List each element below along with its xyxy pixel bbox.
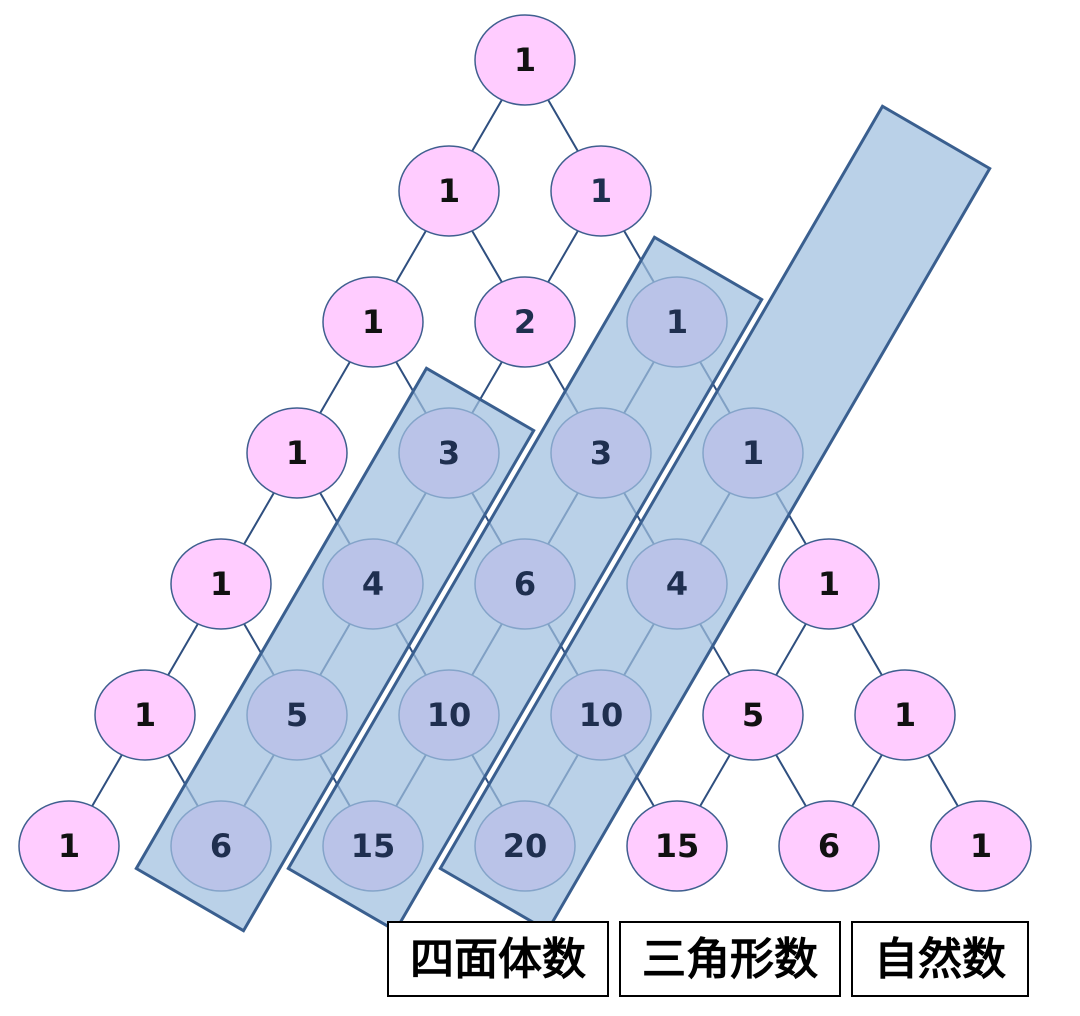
node-6-6 — [930, 800, 1032, 892]
node-label-4-1: 4 — [362, 565, 384, 603]
node-label-1-0: 1 — [438, 172, 460, 210]
node-label-5-3: 10 — [579, 696, 624, 734]
node-2-0 — [322, 276, 424, 368]
node-4-0 — [170, 538, 272, 630]
node-label-2-0: 1 — [362, 303, 384, 341]
node-label-4-2: 6 — [514, 565, 536, 603]
node-6-5 — [778, 800, 880, 892]
node-label-2-1: 2 — [514, 303, 536, 341]
node-label-5-1: 5 — [286, 696, 308, 734]
node-5-0 — [94, 669, 196, 761]
node-label-3-3: 1 — [742, 434, 764, 472]
node-label-6-4: 15 — [655, 827, 700, 865]
node-5-5 — [854, 669, 956, 761]
node-1-1 — [550, 145, 652, 237]
node-0-0 — [474, 14, 576, 106]
node-label-3-1: 3 — [438, 434, 460, 472]
node-label-3-2: 3 — [590, 434, 612, 472]
node-label-6-3: 20 — [503, 827, 548, 865]
node-3-0 — [246, 407, 348, 499]
band-1 — [134, 366, 536, 933]
node-label-6-5: 6 — [818, 827, 840, 865]
node-label-5-0: 1 — [134, 696, 156, 734]
node-label-0-0: 1 — [514, 41, 536, 79]
bands-layer — [134, 104, 992, 933]
node-label-6-1: 6 — [210, 827, 232, 865]
caption-label-3: 自然数 — [874, 934, 1006, 985]
node-label-5-5: 1 — [894, 696, 916, 734]
node-2-1 — [474, 276, 576, 368]
caption-label-1: 四面体数 — [410, 934, 586, 985]
captions-layer: 四面体数 三角形数 自然数 — [387, 921, 1029, 997]
node-1-0 — [398, 145, 500, 237]
node-6-0 — [18, 800, 120, 892]
node-label-1-1: 1 — [590, 172, 612, 210]
node-label-2-2: 1 — [666, 303, 688, 341]
node-6-4 — [626, 800, 728, 892]
caption-label-2: 三角形数 — [642, 934, 818, 985]
node-label-3-0: 1 — [286, 434, 308, 472]
node-label-5-4: 5 — [742, 696, 764, 734]
caption-box-2 — [619, 921, 841, 997]
node-label-6-2: 15 — [351, 827, 396, 865]
node-5-4 — [702, 669, 804, 761]
node-4-4 — [778, 538, 880, 630]
caption-box-3 — [851, 921, 1029, 997]
caption-box-1 — [387, 921, 609, 997]
node-label-5-2: 10 — [427, 696, 472, 734]
node-label-4-0: 1 — [210, 565, 232, 603]
node-label-6-0: 1 — [58, 827, 80, 865]
node-label-4-4: 1 — [818, 565, 840, 603]
node-label-4-3: 4 — [666, 565, 688, 603]
node-label-6-6: 1 — [970, 827, 992, 865]
